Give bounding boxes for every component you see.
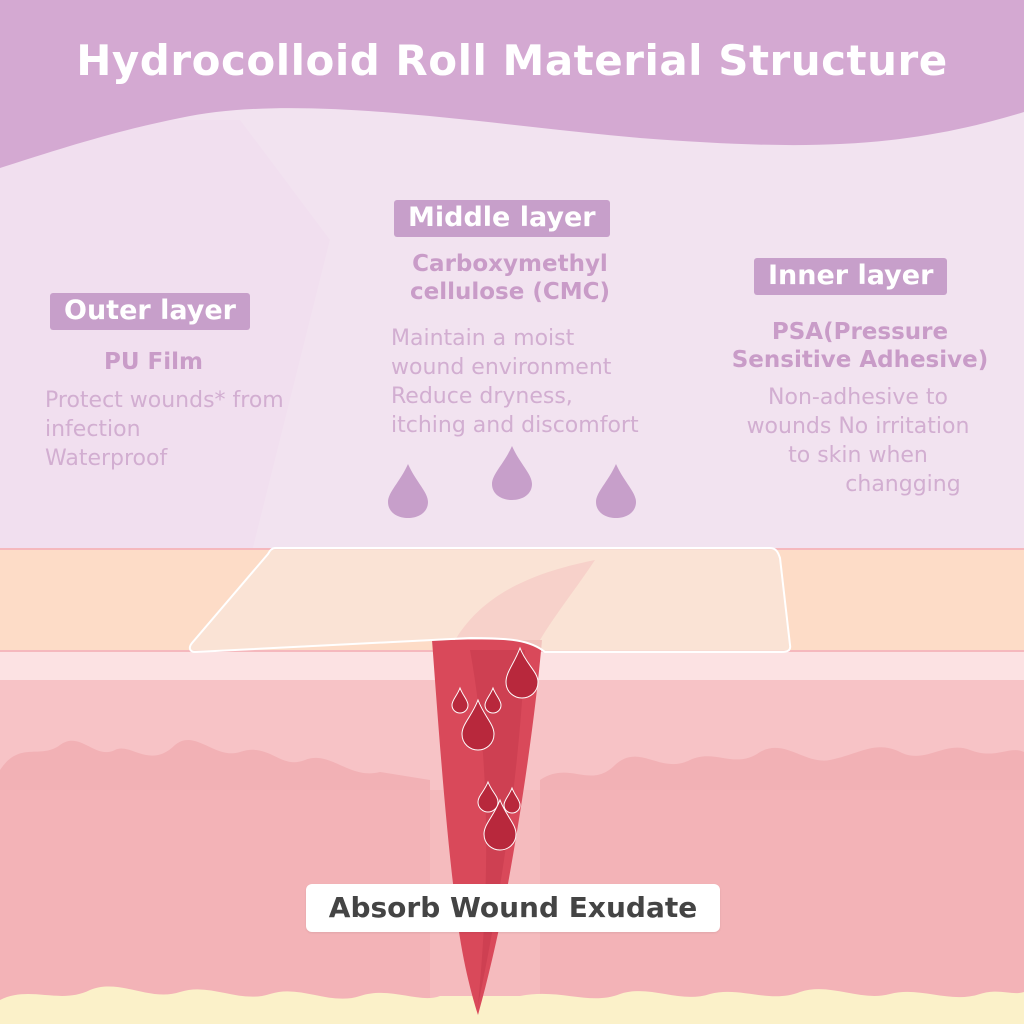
- material-line: cellulose (CMC): [409, 279, 611, 305]
- material-line: Carboxymethyl: [412, 251, 608, 277]
- description-line: Protect wounds* from: [45, 388, 284, 413]
- middle-layer-material: Carboxymethyl cellulose (CMC): [360, 250, 660, 306]
- exudate-droplet: [477, 780, 499, 813]
- outer-layer-description: Protect wounds* from infection Waterproo…: [45, 386, 345, 473]
- description-line: itching and discomfort: [391, 413, 639, 438]
- header-band: [0, 0, 1024, 168]
- page-title: Hydrocolloid Roll Material Structure: [76, 36, 948, 85]
- moisture-droplet-icon: [492, 446, 532, 500]
- middle-layer-description: Maintain a moist wound environment Reduc…: [391, 324, 681, 440]
- material-line: Sensitive Adhesive): [731, 347, 989, 373]
- description-line: infection: [45, 417, 141, 442]
- exudate-droplet: [483, 798, 517, 851]
- description-line: changging: [845, 472, 961, 497]
- description-line: Non-adhesive to: [768, 385, 948, 410]
- outer-layer-material: PU Film: [104, 349, 203, 375]
- wound-exudate-droplets: [451, 646, 539, 851]
- absorb-exudate-label: Absorb Wound Exudate: [306, 884, 720, 932]
- description-line: wounds No irritation: [746, 414, 970, 439]
- outer-layer-label: Outer layer: [50, 293, 250, 330]
- description-line: Maintain a moist: [391, 326, 575, 351]
- exudate-droplet: [505, 646, 539, 699]
- exudate-droplet: [451, 686, 469, 714]
- middle-layer-label: Middle layer: [394, 200, 610, 237]
- description-line: Waterproof: [45, 446, 168, 471]
- hydrocolloid-dressing-patch: [188, 547, 792, 654]
- inner-layer-material: PSA(Pressure Sensitive Adhesive): [720, 318, 1000, 374]
- inner-layer-label: Inner layer: [754, 258, 948, 295]
- description-line: to skin when: [788, 443, 928, 468]
- exudate-droplet: [484, 686, 502, 714]
- moisture-droplets: [388, 446, 636, 518]
- inner-layer-description: Non-adhesive to wounds No irritation to …: [728, 383, 988, 499]
- description-line: Reduce dryness,: [391, 384, 573, 409]
- background-shade: [0, 120, 330, 560]
- description-line: wound environment: [391, 355, 612, 380]
- exudate-droplet: [503, 786, 521, 814]
- moisture-droplet-icon: [388, 464, 428, 518]
- material-line: PSA(Pressure: [771, 319, 949, 345]
- moisture-droplet-icon: [596, 464, 636, 518]
- exudate-droplet: [461, 698, 495, 751]
- fat-layer: [0, 986, 1024, 1024]
